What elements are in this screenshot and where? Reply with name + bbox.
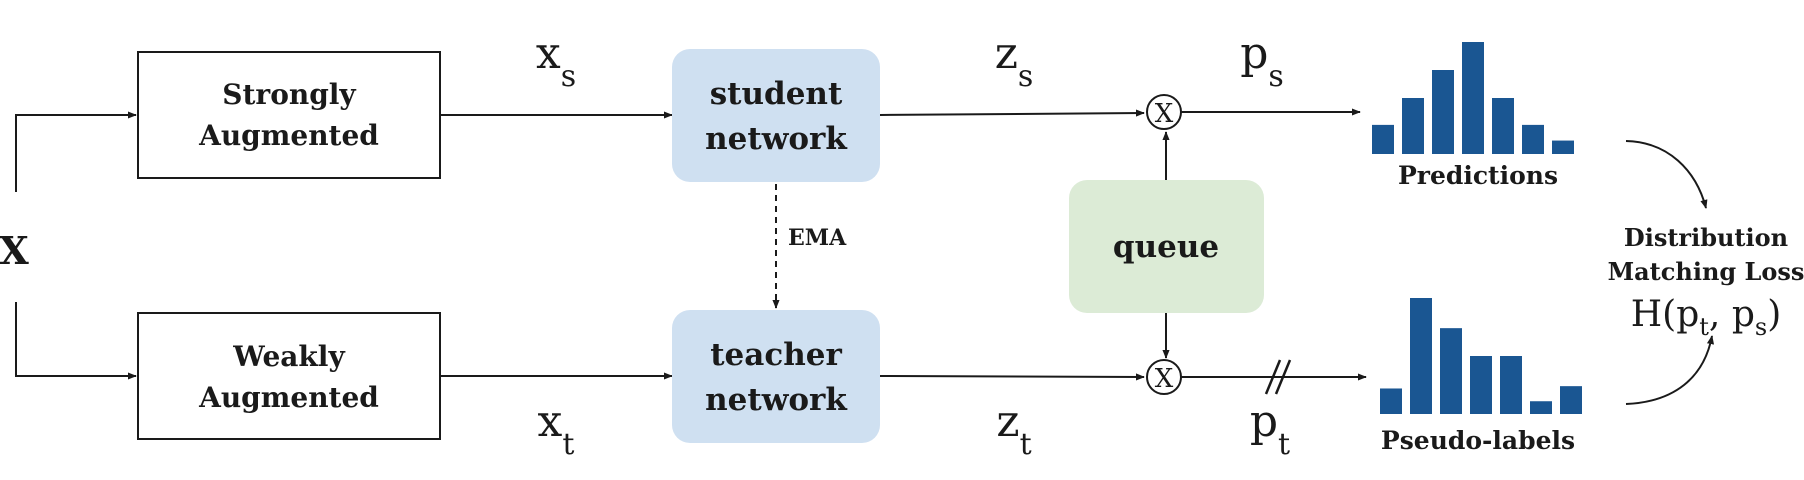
var-xs: xs <box>536 28 576 94</box>
predictions-bar-5 <box>1492 98 1514 154</box>
multiply-symbol-bottom: X <box>1155 364 1174 394</box>
var-pt-sub: t <box>1278 427 1290 462</box>
predictions-bar-7 <box>1552 140 1574 154</box>
teacher-network-label-1: teacher <box>710 337 842 373</box>
loss-formula-comma: , <box>1709 294 1732 335</box>
var-xt-base: x <box>538 396 563 447</box>
var-ps-base: p <box>1240 28 1268 79</box>
loss-formula-close: ) <box>1767 294 1781 335</box>
var-ps: ps <box>1240 28 1284 94</box>
input-to-weak-arrow <box>15 302 137 380</box>
var-pt: pt <box>1250 396 1290 462</box>
strong-augment-box <box>137 51 441 179</box>
teacher-to-multiply-arrow <box>879 373 1145 381</box>
loss-formula-h: H( <box>1631 294 1676 335</box>
var-xt-sub: t <box>562 427 574 462</box>
predictions-bar-6 <box>1522 124 1544 154</box>
predictions-bar-3 <box>1432 70 1454 154</box>
pseudo-labels-bar-7 <box>1560 386 1582 414</box>
pseudo-labels-bar-4 <box>1470 356 1492 414</box>
stop-gradient-icon <box>1264 359 1292 395</box>
predictions-bar-4 <box>1462 42 1484 154</box>
pseudo-labels-bar-2 <box>1410 298 1432 414</box>
strong-augment-label-1: Strongly <box>222 78 356 111</box>
var-xs-base: x <box>536 28 561 79</box>
var-zs: zs <box>995 28 1034 94</box>
predictions-label: Predictions <box>1398 161 1558 190</box>
pseudo-labels-histogram <box>1380 298 1582 414</box>
pseudo-labels-bar-5 <box>1500 356 1522 414</box>
loss-title-line1: Distribution <box>1624 223 1788 252</box>
strong-augment-label-2: Augmented <box>198 119 379 152</box>
pseudo-labels-to-loss-arrow <box>1625 335 1715 405</box>
pseudo-labels-bar-6 <box>1530 401 1552 414</box>
student-network-label-1: student <box>710 76 843 112</box>
var-zs-sub: s <box>1018 59 1033 94</box>
loss-formula-p1: p <box>1676 294 1699 335</box>
pseudo-labels-bar-3 <box>1440 328 1462 414</box>
ema-label: EMA <box>788 225 847 251</box>
var-ps-sub: s <box>1268 59 1283 94</box>
predictions-bar-1 <box>1372 124 1394 154</box>
queue-box <box>1069 180 1264 313</box>
var-zt-base: z <box>996 396 1019 447</box>
var-xs-sub: s <box>561 59 576 94</box>
var-xt: xt <box>538 396 575 462</box>
multiply-symbol-top: X <box>1155 99 1174 129</box>
var-zt-sub: t <box>1020 427 1032 462</box>
loss-title-line2: Matching Loss <box>1608 257 1804 286</box>
loss-formula-p2: p <box>1732 294 1755 335</box>
weak-augment-label-2: Augmented <box>198 381 379 414</box>
input-to-strong-arrow <box>15 111 137 192</box>
loss-formula-s1: t <box>1699 313 1709 341</box>
predictions-histogram <box>1372 42 1574 154</box>
student-network-label-2: network <box>705 121 848 157</box>
pseudo-labels-label: Pseudo-labels <box>1381 426 1575 455</box>
input-label: X <box>0 228 29 273</box>
teacher-network-label-2: network <box>705 382 848 418</box>
var-zs-base: z <box>995 28 1018 79</box>
student-to-multiply-arrow <box>879 109 1145 117</box>
teacher-network-box <box>672 310 880 443</box>
student-network-box <box>672 49 880 182</box>
var-zt: zt <box>996 396 1031 462</box>
loss-formula: H(pt, ps) <box>1631 294 1781 341</box>
weak-augment-box <box>137 312 441 440</box>
loss-formula-s2: s <box>1755 313 1767 341</box>
queue-label: queue <box>1113 229 1219 265</box>
predictions-bar-2 <box>1402 98 1424 154</box>
var-pt-base: p <box>1250 396 1278 447</box>
predictions-to-loss-arrow <box>1625 140 1708 209</box>
pseudo-labels-bar-1 <box>1380 388 1402 414</box>
weak-augment-label-1: Weakly <box>232 340 345 373</box>
